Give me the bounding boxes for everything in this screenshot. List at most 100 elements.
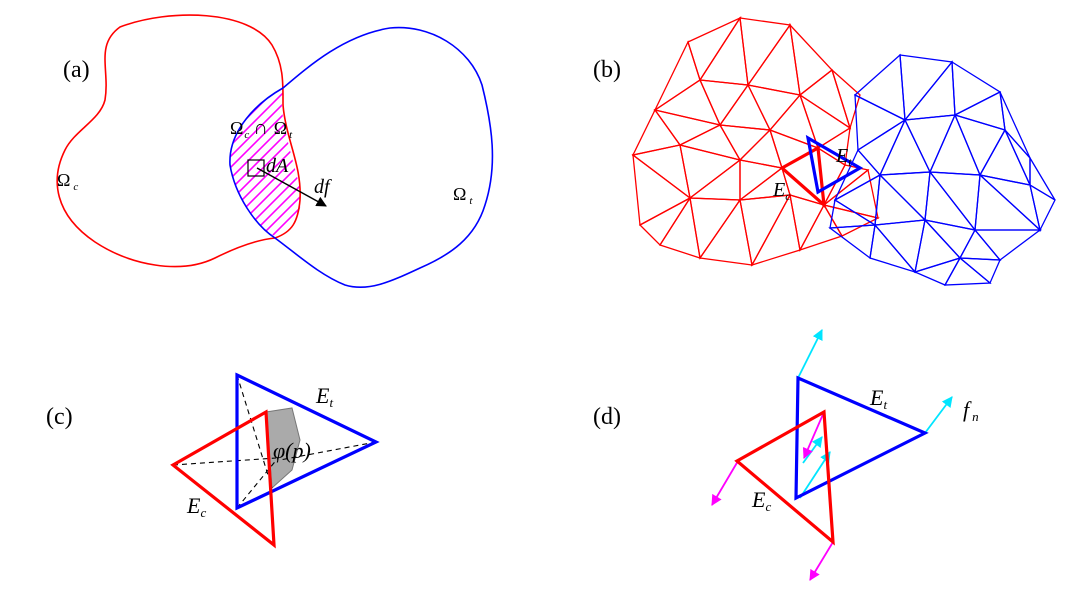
- mesh-element: [1029, 183, 1056, 232]
- mesh-element: [632, 153, 692, 227]
- mesh-element: [822, 168, 879, 219]
- hatch-line: [28, 90, 198, 260]
- df-label: df: [314, 176, 332, 198]
- hatch-line: [413, 90, 583, 260]
- hatch-line: [369, 90, 539, 260]
- Et-label-d: Et: [869, 385, 887, 412]
- target-element-highlight: [805, 134, 864, 195]
- mesh-element: [953, 91, 1006, 131]
- mesh-element: [789, 194, 825, 252]
- hatch-line: [247, 92, 301, 237]
- hatch-line: [230, 92, 298, 237]
- target-element-c: [235, 372, 380, 511]
- mesh-element: [631, 108, 682, 156]
- mesh-element: [899, 54, 954, 122]
- Ec-label-b: Ec: [772, 179, 791, 203]
- hatch-line: [230, 92, 301, 237]
- mesh-element: [904, 114, 957, 174]
- dA-square: [247, 159, 265, 177]
- mesh-element: [958, 257, 1001, 285]
- mesh-element: [923, 218, 976, 260]
- mesh-element: [874, 173, 927, 226]
- Et-label-c: Et: [315, 383, 333, 410]
- mesh-element: [739, 194, 792, 267]
- mesh-element: [878, 171, 931, 222]
- contact-element-highlight: [779, 145, 827, 209]
- mesh-element: [958, 228, 1002, 261]
- phi-label: φ(p): [273, 438, 311, 463]
- mesh-element: [746, 84, 802, 132]
- hatch-line: [230, 92, 301, 237]
- hatch-line: [512, 90, 682, 260]
- hatch-line: [0, 90, 143, 260]
- hatch-line: [358, 90, 528, 260]
- hatch-line: [230, 92, 301, 237]
- contact-element-c: [170, 409, 276, 549]
- mesh-element: [789, 23, 833, 97]
- mesh-element: [678, 124, 742, 162]
- mesh-element: [951, 60, 1002, 117]
- hatch-line: [424, 90, 594, 260]
- hatch-line: [303, 90, 473, 260]
- mesh-element: [822, 204, 880, 237]
- hatch-line: [501, 90, 671, 260]
- mesh-element: [653, 40, 701, 112]
- hatch-line: [230, 92, 254, 237]
- mesh-element: [929, 113, 982, 176]
- hatch-line: [0, 90, 165, 260]
- mesh-element: [914, 218, 962, 273]
- centroid-construction-lines: [172, 374, 377, 509]
- mesh-element: [973, 229, 1042, 261]
- hatch-line: [50, 90, 220, 260]
- mesh-element: [688, 158, 741, 201]
- panel-d-label: (d): [593, 404, 621, 430]
- target-mesh: [828, 53, 1056, 286]
- mesh-element: [903, 60, 956, 121]
- df-arrow: [256, 167, 327, 207]
- mesh-element: [689, 197, 742, 260]
- hatch-line: [230, 92, 232, 237]
- contact-mesh: [631, 16, 880, 267]
- hatch-line: [6, 90, 176, 260]
- hatch-line: [435, 90, 605, 260]
- mesh-element: [718, 83, 772, 131]
- hatch-line: [479, 90, 649, 260]
- mesh-element: [854, 93, 907, 152]
- mesh-element: [829, 198, 878, 229]
- mesh-element: [659, 196, 701, 259]
- mesh-element: [913, 256, 962, 286]
- Et-label-b: Et: [835, 145, 852, 169]
- mesh-element: [853, 53, 906, 122]
- mesh-element: [828, 224, 876, 260]
- mesh-element: [698, 198, 753, 266]
- mesh-element: [698, 16, 749, 86]
- mesh-element: [739, 17, 792, 87]
- mesh-element: [873, 219, 926, 274]
- hatch-line: [17, 90, 187, 260]
- hatch-line: [0, 90, 110, 260]
- contact-element-d: [734, 409, 835, 546]
- hatch-line: [230, 92, 301, 237]
- hatch-line: [230, 92, 301, 237]
- hatch-line: [457, 90, 627, 260]
- Ec-label-d: Ec: [751, 487, 771, 514]
- mesh-element: [679, 144, 742, 200]
- mesh-element: [653, 108, 722, 146]
- mesh-element: [953, 113, 1006, 177]
- hatch-line: [230, 92, 301, 237]
- hatch-line: [230, 92, 243, 237]
- mesh-element: [687, 16, 742, 82]
- Ec-label-c: Ec: [186, 493, 206, 520]
- hatch-line: [230, 92, 287, 237]
- contact-nodal-forces: [711, 411, 834, 581]
- hatch-line: [402, 90, 572, 260]
- contact-body-outline: [56, 14, 301, 268]
- mesh-element: [869, 223, 917, 274]
